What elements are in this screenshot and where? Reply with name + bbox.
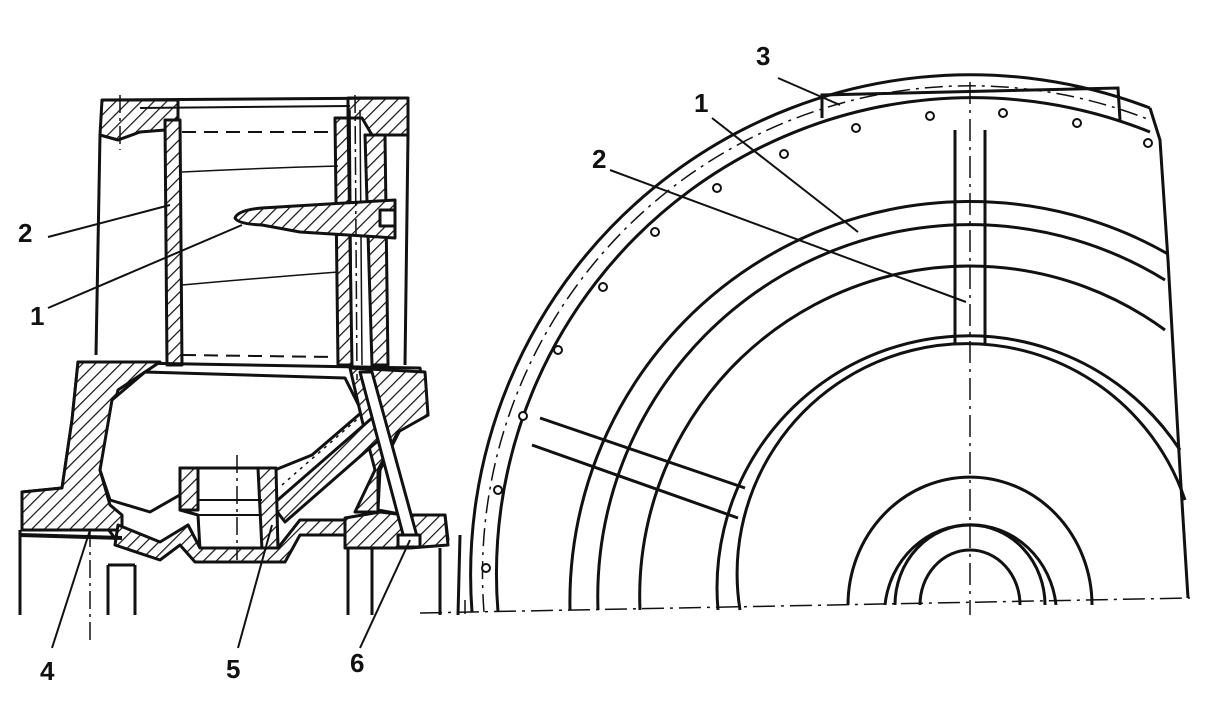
outer-rim-outer (469, 73, 1151, 613)
top-plate (820, 86, 1122, 121)
vane-blade (233, 198, 397, 240)
ring-2-outer (638, 264, 1166, 611)
centerlines-right (419, 82, 1191, 615)
hub-ring-inner (918, 548, 1022, 606)
ring-3-outer (715, 334, 1182, 611)
leader-l2 (47, 204, 171, 238)
inner-wall-left (163, 118, 184, 367)
vertical-rib (953, 130, 987, 345)
ring-1-outer (568, 200, 1169, 611)
callout-label-r1: 1 (694, 88, 708, 118)
callout-label-r3: 3 (756, 41, 770, 71)
outer-rim-inner (494, 96, 1151, 613)
callout-labels: 2 1 4 5 6 3 1 2 (18, 41, 770, 686)
callout-label-r2: 2 (592, 144, 606, 174)
callout-label-l4: 4 (40, 656, 55, 686)
top-cover (101, 96, 409, 102)
leader-r1 (711, 117, 859, 233)
callout-label-l6: 6 (350, 648, 364, 678)
hub-ring-outer (846, 475, 1094, 606)
leader-l1 (47, 224, 243, 309)
centerlines-left (89, 94, 358, 640)
half-elevation-view (469, 73, 1190, 613)
callout-label-l2: 2 (18, 218, 32, 248)
right-boundary (1148, 107, 1190, 599)
right-flange (343, 510, 450, 550)
callout-label-l5: 5 (226, 654, 240, 684)
ring-1-inner (596, 223, 1166, 611)
bottom-plate (19, 533, 123, 540)
dashed-line-bottom (181, 354, 336, 358)
callout-label-l1: 1 (30, 301, 44, 331)
leader-l4 (51, 529, 91, 649)
inner-wall-right (333, 116, 354, 367)
diagonal-rib (531, 416, 746, 520)
leader-l5 (237, 524, 273, 649)
casting-wall-left (20, 360, 162, 532)
bolt-holes (481, 108, 1153, 573)
top-flange-right (346, 96, 410, 137)
leader-lines (47, 77, 967, 649)
section-view (18, 96, 462, 616)
outer-casing-left (94, 134, 102, 356)
leader-l6 (359, 539, 411, 649)
ring-3-inner (735, 342, 1187, 611)
leader-r3 (777, 77, 841, 106)
leader-r2 (609, 169, 967, 303)
